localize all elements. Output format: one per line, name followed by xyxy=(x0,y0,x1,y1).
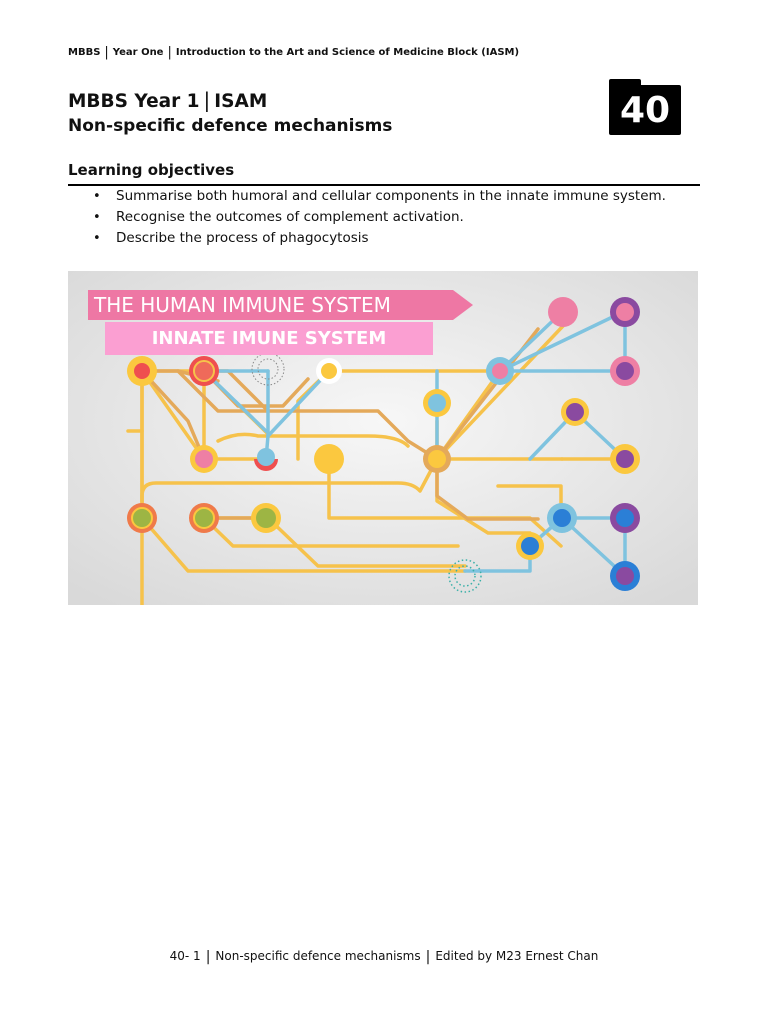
lecture-title: Non-specific defence mechanisms xyxy=(68,116,393,136)
learning-objectives-list: Summarise both humoral and cellular comp… xyxy=(93,186,666,249)
learning-objectives-heading: Learning objectives xyxy=(68,160,700,186)
dotted-cell xyxy=(448,559,482,593)
objective-item: Describe the process of phagocytosis xyxy=(93,228,666,249)
node-yellow xyxy=(314,444,344,474)
header-separator: | xyxy=(104,45,109,60)
title-separator: | xyxy=(203,88,211,112)
header-program: MBBS xyxy=(68,47,101,58)
footer-editor: Edited by M23 Ernest Chan xyxy=(435,949,599,963)
footer-title: Non-specific defence mechanisms xyxy=(215,949,421,963)
footer-page-number: 40- 1 xyxy=(169,949,201,963)
header-block: Introduction to the Art and Science of M… xyxy=(175,47,520,58)
header-separator: | xyxy=(167,45,172,60)
title-line-1: MBBS Year 1|ISAM xyxy=(68,88,392,114)
footer-separator: | xyxy=(205,949,211,965)
page-footer: 40- 1 | Non-specific defence mechanisms | Ed… xyxy=(0,948,768,965)
title-block: MBBS Year 1|ISAM Non-specific defence me… xyxy=(68,88,392,138)
running-header: MBBS|Year One|Introduction to the Art an… xyxy=(68,44,520,60)
module-name: ISAM xyxy=(214,91,268,112)
objective-item: Summarise both humoral and cellular comp… xyxy=(93,186,666,207)
figure-title-banner: THE HUMAN IMMUNE SYSTEM xyxy=(88,290,473,320)
footer-separator: | xyxy=(425,949,431,965)
lecture-number-badge: 40 xyxy=(609,79,681,135)
objective-item: Recognise the outcomes of complement act… xyxy=(93,207,666,228)
node-pink xyxy=(548,297,578,327)
program-year: MBBS Year 1 xyxy=(68,91,200,112)
figure-subtitle-banner: INNATE IMUNE SYSTEM xyxy=(105,322,433,355)
network-nodes xyxy=(127,297,640,593)
header-year: Year One xyxy=(112,47,164,58)
immune-system-figure: THE HUMAN IMMUNE SYSTEM INNATE IMUNE SYS… xyxy=(68,271,698,605)
